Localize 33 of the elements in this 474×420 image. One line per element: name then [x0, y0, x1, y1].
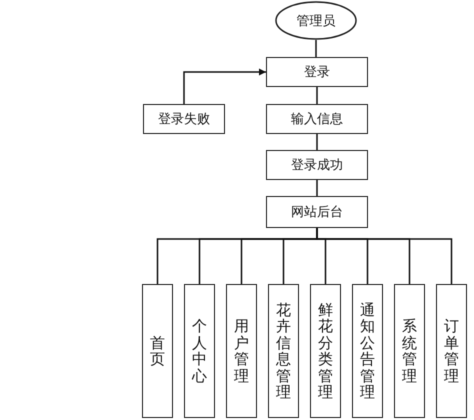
process-box: [266, 57, 368, 87]
node-label: 登录失败: [158, 111, 210, 128]
module-box: [352, 284, 383, 418]
node-label: 网站后台: [291, 204, 343, 221]
node-label: 输入信息: [291, 111, 343, 128]
node-label: 首页: [150, 334, 165, 368]
connector: [316, 134, 318, 150]
node-label: 订单管理: [444, 318, 459, 384]
process-box: [266, 104, 368, 134]
node-label: 用户管理: [234, 318, 249, 384]
process-box: [143, 104, 225, 134]
node-label: 管理员: [296, 12, 336, 30]
connector: [316, 228, 452, 284]
module-box: [268, 284, 299, 418]
node-label: 个人中心: [192, 318, 207, 384]
connector: [183, 68, 266, 104]
process-box: [266, 150, 368, 180]
node-label: 系统管理: [402, 318, 417, 384]
process-box: [266, 196, 368, 228]
connector: [315, 40, 317, 57]
node-label: 通知公告管理: [360, 302, 375, 400]
connector: [316, 180, 318, 196]
connector: [316, 87, 318, 104]
module-box: [226, 284, 257, 418]
node-label: 登录: [304, 64, 330, 81]
module-box: [310, 284, 341, 418]
node-label: 花卉信息管理: [276, 302, 291, 400]
module-box: [184, 284, 215, 418]
module-box: [394, 284, 425, 418]
module-box: [142, 284, 173, 418]
node-label: 登录成功: [291, 157, 343, 174]
module-box: [436, 284, 467, 418]
node-label: 鲜花分类管理: [318, 302, 333, 400]
